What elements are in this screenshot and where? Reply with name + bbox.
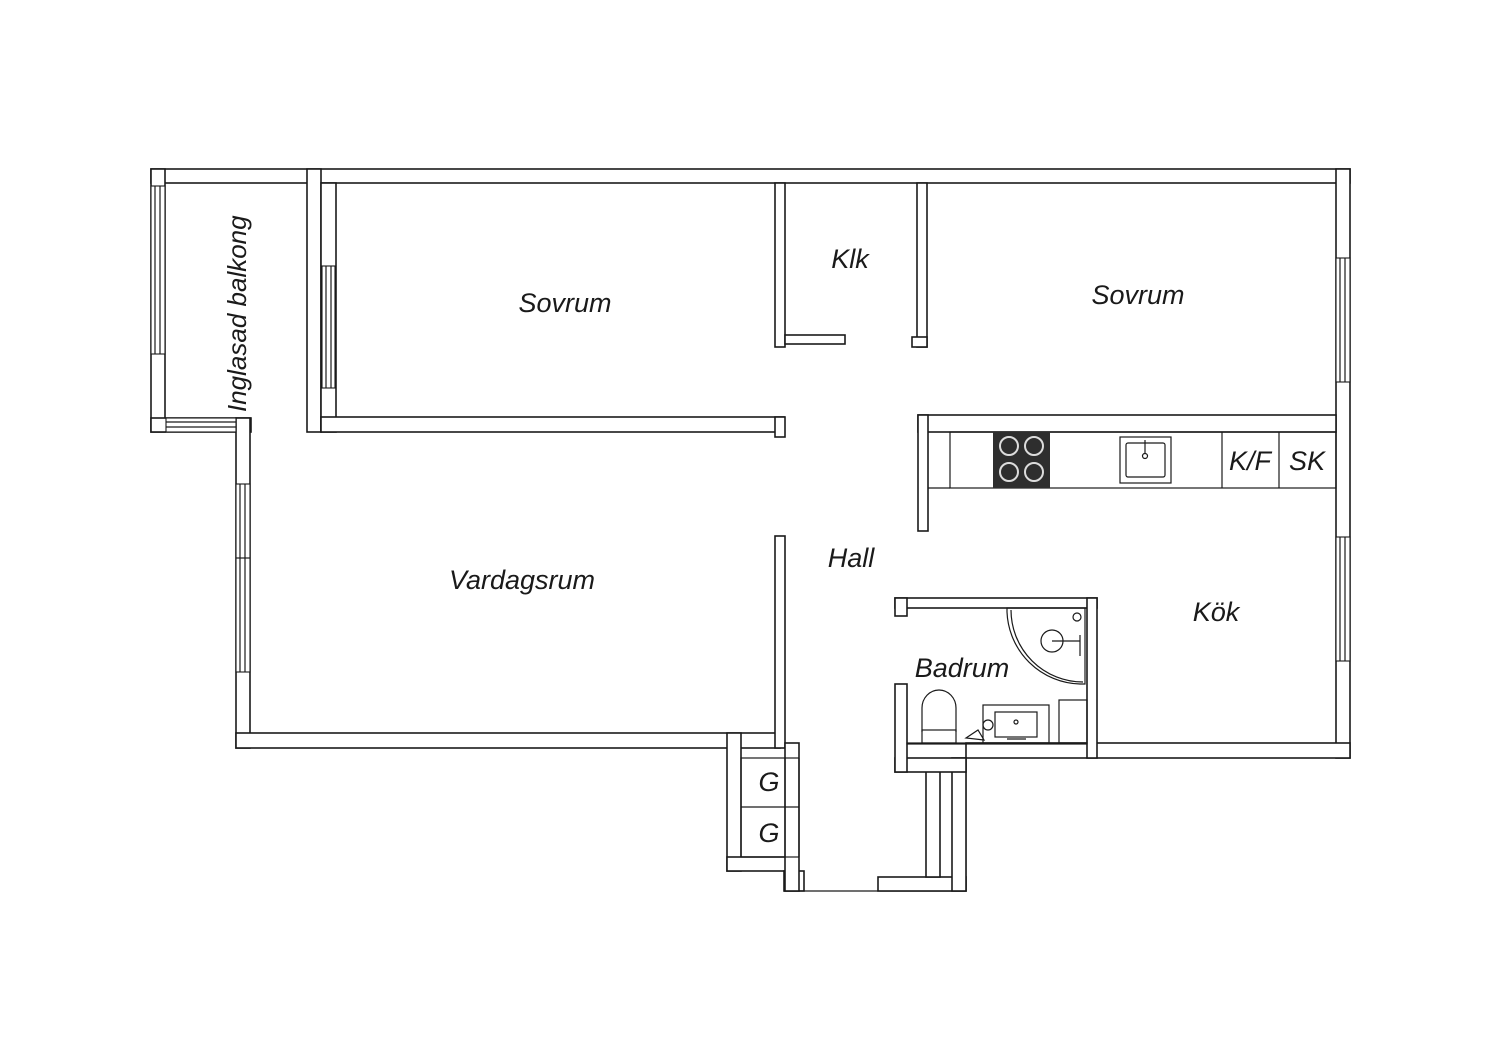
balcony-label: Inglasad balkong <box>222 215 252 412</box>
windows <box>150 185 1351 673</box>
bathroom-label: Badrum <box>915 653 1010 683</box>
wardrobe-1-label: G <box>758 767 779 797</box>
closet-label: Klk <box>831 244 870 274</box>
shower-icon <box>1006 607 1086 685</box>
kitchen-walls <box>917 414 1337 532</box>
toilet-icon <box>921 689 957 744</box>
hall-label: Hall <box>828 543 876 573</box>
washbasin-icon <box>964 704 1050 744</box>
kitchen-sink-icon <box>1119 436 1172 484</box>
hall-walls <box>774 535 800 892</box>
kitchen-label: Kök <box>1193 597 1241 627</box>
wardrobe-2-label: G <box>758 818 779 848</box>
bedroom-right-label: Sovrum <box>1091 280 1184 310</box>
closet-walls <box>784 182 928 348</box>
living-room-label: Vardagsrum <box>449 565 595 595</box>
bathroom-cabinet <box>1058 699 1088 744</box>
cabinet-label: SK <box>1289 446 1326 476</box>
bathroom-walls <box>894 597 1098 773</box>
wardrobes <box>740 757 800 858</box>
bedroom-left-label: Sovrum <box>518 288 611 318</box>
fridge-freezer-label: K/F <box>1229 446 1273 476</box>
stove-burners-icon <box>999 436 1044 482</box>
